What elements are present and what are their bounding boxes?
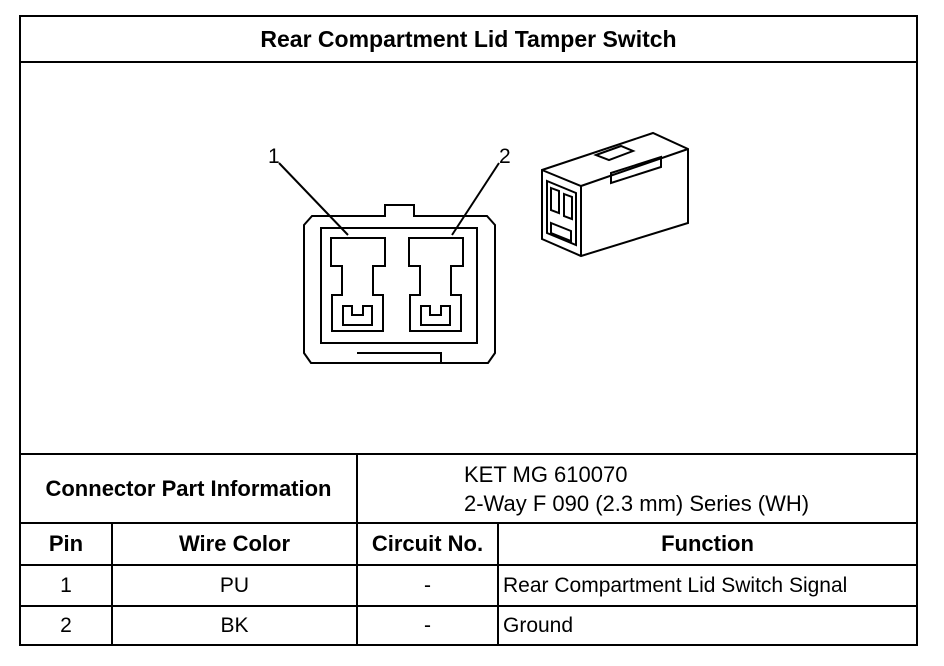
iso-connector-top (541, 148, 689, 188)
iso-connector-face (546, 179, 577, 247)
connector-bottom-key (357, 352, 442, 363)
header-function: Function (661, 531, 754, 556)
header-pin: Pin (48, 531, 84, 556)
connector-info-values: KET MG 610070 2-Way F 090 (2.3 mm) Serie… (358, 455, 916, 522)
row1-pin: 1 (60, 573, 72, 597)
connector-part-number: KET MG 610070 (464, 461, 628, 487)
iso-cavity-1 (550, 186, 560, 215)
pin-2-leader (451, 162, 500, 236)
row2-circuit-no: - (424, 613, 431, 637)
iso-cavity-2 (563, 192, 573, 221)
cavity-2-terminal (420, 305, 451, 326)
row2-wire-color: BK (220, 613, 249, 637)
connector-drawing: 1 2 (268, 131, 689, 364)
connector-series: 2-Way F 090 (2.3 mm) Series (WH) (464, 490, 810, 516)
iso-connector-latch (593, 144, 636, 162)
row1-wire-color: PU (219, 573, 250, 597)
header-circuit-no: Circuit No. (371, 531, 484, 556)
pin-label-1: 1 (268, 145, 280, 168)
col-divider-main (356, 453, 358, 644)
pin-1-leader (278, 162, 349, 236)
connector-diagram-frame: Rear Compartment Lid Tamper Switch (19, 15, 918, 646)
row1-circuit-no: - (424, 573, 431, 597)
col-divider-pin (111, 522, 113, 644)
header-wire-color: Wire Color (178, 531, 291, 556)
row1-bottom-rule (21, 605, 916, 607)
connector-info-label: Connector Part Information (45, 475, 332, 501)
connector-illustration: 1 2 (21, 63, 916, 453)
iso-connector-base (550, 221, 572, 243)
table-top-rule (21, 453, 916, 455)
diagram-title: Rear Compartment Lid Tamper Switch (21, 17, 916, 63)
row2-pin: 2 (60, 613, 72, 637)
row1-function: Rear Compartment Lid Switch Signal (503, 573, 848, 597)
cavity-1-terminal (342, 305, 373, 326)
connector-face-inner (320, 227, 478, 344)
iso-connector-ridge (610, 155, 662, 185)
pin-label-2: 2 (499, 145, 511, 168)
connector-face-outline (303, 204, 496, 364)
cavity-1 (330, 237, 386, 332)
header-bottom-rule (21, 564, 916, 566)
row2-function: Ground (503, 613, 574, 637)
cavity-2 (408, 237, 464, 332)
iso-connector-body (541, 131, 689, 258)
col-divider-circuit (497, 522, 499, 644)
info-bottom-rule (21, 522, 916, 524)
